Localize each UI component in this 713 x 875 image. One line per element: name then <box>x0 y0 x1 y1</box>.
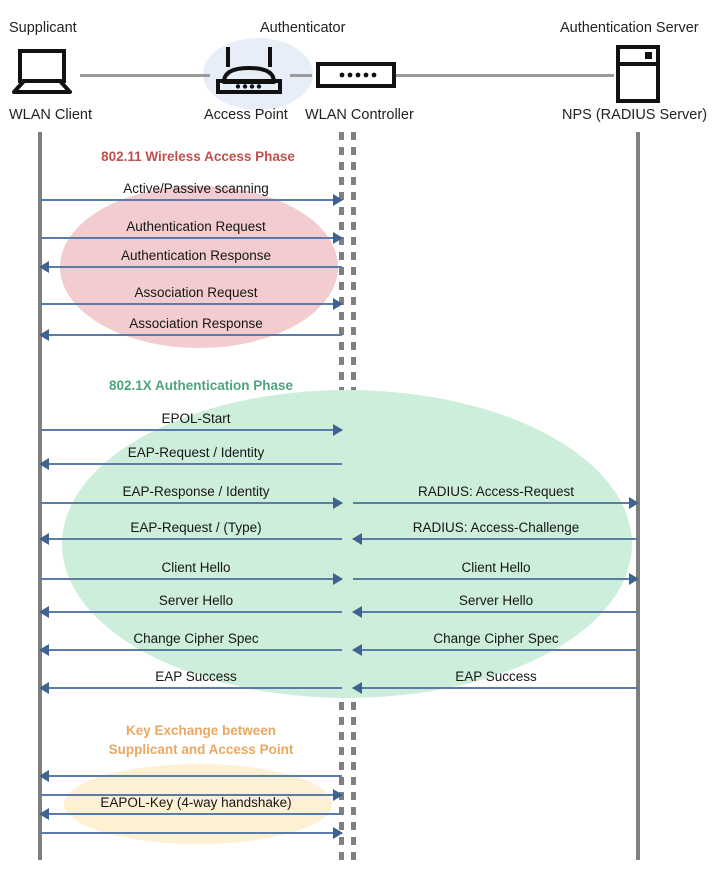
device-label-wlan-client: WLAN Client <box>9 107 92 123</box>
lifeline-supplicant <box>38 132 42 860</box>
message-label: Authentication Request <box>126 219 266 234</box>
laptop-icon <box>12 48 76 103</box>
device-label-access-point: Access Point <box>204 107 288 123</box>
link-client-ap <box>80 74 210 77</box>
message-label: Change Cipher Spec <box>433 631 559 646</box>
role-label-authentication-server: Authentication Server <box>560 20 699 36</box>
link-ap-controller <box>290 74 312 77</box>
message-label: Server Hello <box>158 593 234 608</box>
lifeline-authentication-server <box>636 132 640 860</box>
phase-caption-key-exchange: Key Exchange between Supplicant and Acce… <box>108 723 294 757</box>
link-controller-server <box>396 74 614 77</box>
access-point-icon <box>214 44 284 105</box>
message-label: Change Cipher Spec <box>133 631 259 646</box>
wlan-controller-icon <box>316 62 396 93</box>
device-label-wlan-controller: WLAN Controller <box>305 107 414 123</box>
message-label: EAP-Request / (Type) <box>130 520 262 535</box>
server-icon <box>615 44 661 109</box>
phase-caption-dot1x: 802.1X Authentication Phase <box>108 378 294 393</box>
message-label: Authentication Response <box>120 248 272 263</box>
role-label-supplicant: Supplicant <box>9 20 77 36</box>
message-label: Association Response <box>129 316 263 331</box>
device-label-nps-radius-server: NPS (RADIUS Server) <box>562 107 708 123</box>
message-label: Client Hello <box>461 560 531 575</box>
phase-caption-wireless-access: 802.11 Wireless Access Phase <box>101 149 295 164</box>
message-label: EAP Success <box>155 669 237 684</box>
message-label: Client Hello <box>161 560 231 575</box>
message-label: EPOL-Start <box>161 411 231 426</box>
message-label: RADIUS: Access-Challenge <box>412 520 580 535</box>
message-label: EAP-Response / Identity <box>122 484 270 499</box>
role-label-authenticator: Authenticator <box>260 20 346 36</box>
message-label: EAPOL-Key (4-way handshake) <box>100 795 292 810</box>
message-label: Active/Passive scanning <box>123 181 269 196</box>
message-label: Association Request <box>134 285 258 300</box>
message-label: Server Hello <box>458 593 534 608</box>
message-label: EAP Success <box>455 669 537 684</box>
message-label: EAP-Request / Identity <box>127 445 265 460</box>
phase-ellipse-key-exchange <box>64 764 332 844</box>
message-label: RADIUS: Access-Request <box>417 484 575 499</box>
phase-ellipse-dot1x <box>62 390 632 698</box>
